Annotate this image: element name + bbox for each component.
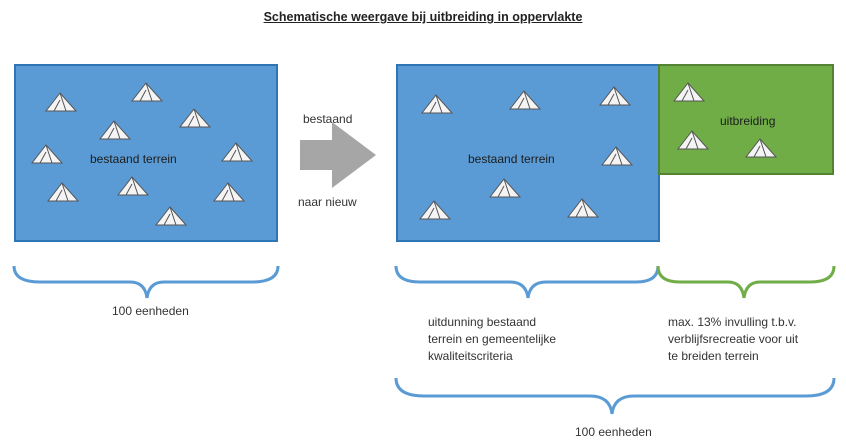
thinning-bracket (394, 265, 660, 299)
total-units-caption: 100 eenheden (575, 425, 652, 439)
max-pct-caption-line: max. 13% invulling t.b.v. (668, 315, 797, 329)
thinning-caption-line: kwaliteitscriteria (428, 349, 513, 363)
tent-icon (116, 176, 150, 196)
tent-icon (672, 82, 706, 102)
tent-icon (598, 86, 632, 106)
max-pct-caption-line: te breiden terrein (668, 349, 759, 363)
thinning-caption: uitdunning bestaand terrein en gemeentel… (428, 314, 556, 365)
tent-icon (154, 206, 188, 226)
tent-icon (98, 120, 132, 140)
left-units-caption: 100 eenheden (112, 304, 189, 318)
new-existing-terrain-label: bestaand terrein (468, 152, 555, 166)
extension-box: uitbreiding (658, 64, 834, 175)
tent-icon (46, 182, 80, 202)
thinning-caption-line: uitdunning bestaand (428, 315, 537, 329)
tent-icon (600, 146, 634, 166)
tent-icon (566, 198, 600, 218)
tent-icon (220, 142, 254, 162)
tent-icon (418, 200, 452, 220)
total-units-bracket (394, 377, 836, 415)
tent-icon (44, 92, 78, 112)
max-pct-bracket (656, 265, 836, 299)
tent-icon (488, 178, 522, 198)
diagram-title: Schematische weergave bij uitbreiding in… (263, 10, 583, 24)
arrow-bottom-label: naar nieuw (298, 195, 357, 209)
tent-icon (130, 82, 164, 102)
tent-icon (178, 108, 212, 128)
arrow-top-label: bestaand (303, 112, 353, 126)
tent-icon (30, 144, 64, 164)
tent-icon (212, 182, 246, 202)
extension-label: uitbreiding (720, 114, 776, 128)
tent-icon (508, 90, 542, 110)
max-pct-caption: max. 13% invulling t.b.v. verblijfsrecre… (668, 314, 798, 365)
left-units-bracket (12, 265, 280, 299)
tent-icon (744, 138, 778, 158)
tent-icon (420, 94, 454, 114)
max-pct-caption-line: verblijfsrecreatie voor uit (668, 332, 799, 346)
tent-icon (676, 130, 710, 150)
existing-terrain-label: bestaand terrein (90, 152, 177, 166)
thinning-caption-line: terrein en gemeentelijke (428, 332, 557, 346)
